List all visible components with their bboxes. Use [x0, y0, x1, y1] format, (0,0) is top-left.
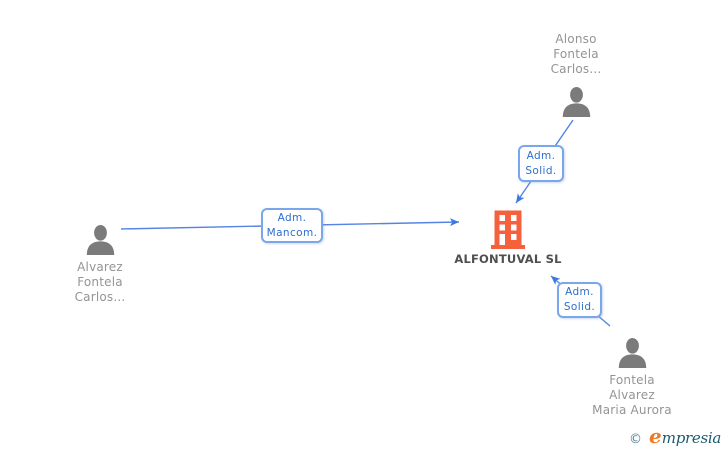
company-name-label: ALFONTUVAL SL [454, 252, 562, 266]
relation-label-line: Solid. [525, 164, 557, 177]
relation-box-adm-solid-top: Adm. Solid. [518, 145, 564, 182]
relation-label-line: Mancom. [266, 226, 318, 239]
person-name-line: Fontela [77, 275, 123, 289]
relation-label-line: Adm. [565, 286, 594, 298]
copyright-symbol: © [629, 432, 643, 447]
building-icon [491, 210, 525, 249]
person-name-line: Maria Aurora [592, 403, 672, 417]
person-name-line: Alvarez [77, 260, 123, 274]
person-name-line: Alvarez [609, 388, 655, 402]
person-name-label: Alvarez Fontela Carlos... [75, 260, 126, 305]
person-name-label: Fontela Alvarez Maria Aurora [592, 373, 672, 418]
brand-rest: mpresia [661, 429, 722, 447]
empresia-logo: © empresia [629, 424, 721, 448]
company-node-alfontuval[interactable]: ALFONTUVAL SL [446, 210, 570, 266]
empresia-wordmark: empresia [649, 424, 721, 448]
person-name-line: Fontela [553, 47, 599, 61]
relation-label-line: Adm. [526, 149, 556, 162]
brand-initial: e [649, 424, 662, 448]
person-node-alvarez-fontela[interactable]: Alvarez Fontela Carlos... [40, 225, 160, 305]
relation-box-adm-solid-bottom: Adm. Solid. [557, 282, 602, 318]
person-name-line: Carlos... [74, 290, 126, 304]
person-name-line: Carlos... [550, 62, 602, 76]
person-icon [562, 87, 590, 117]
person-name-label: Alonso Fontela Carlos... [551, 32, 602, 77]
person-node-fontela-alvarez[interactable]: Fontela Alvarez Maria Aurora [568, 338, 696, 418]
person-name-line: Fontela [609, 373, 655, 387]
person-icon [618, 338, 646, 368]
person-name-line: Alonso [555, 32, 597, 46]
relation-label-line: Adm. [277, 211, 307, 224]
person-icon [86, 225, 114, 255]
person-node-alonso-fontela[interactable]: Alonso Fontela Carlos... [516, 32, 636, 117]
relation-label-line: Solid. [563, 301, 596, 313]
relation-box-adm-mancom: Adm. Mancom. [261, 208, 323, 243]
